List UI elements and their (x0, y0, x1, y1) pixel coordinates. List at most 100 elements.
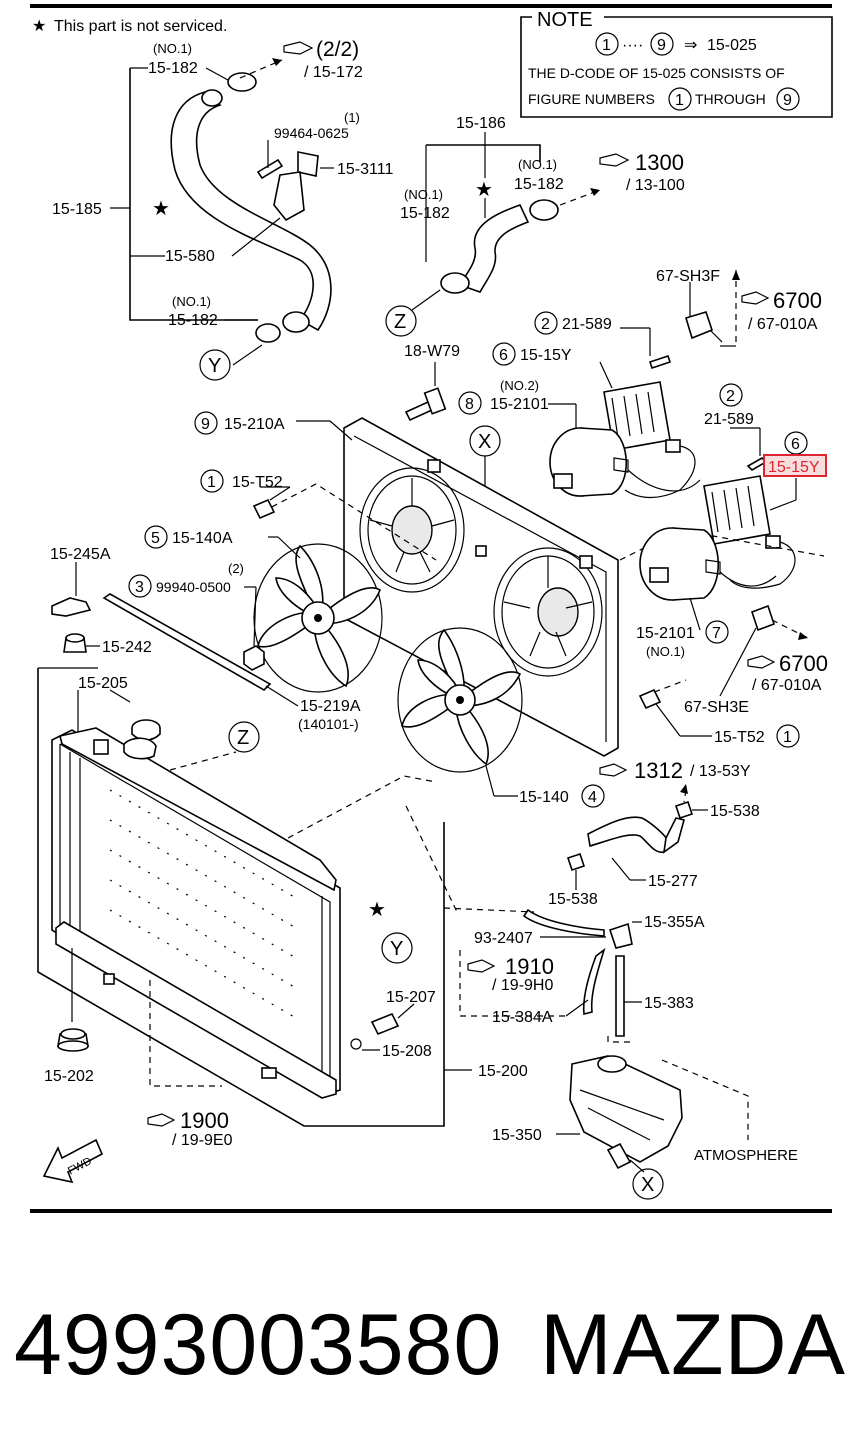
star-icon: ★ (475, 179, 493, 201)
callout-2: 2 (726, 388, 735, 405)
note-from: 1 (602, 37, 611, 54)
footer: 4993003580 MAZDA (0, 1290, 864, 1400)
fan-blade-140 (397, 627, 523, 797)
svg-text:/ 19-9H0: / 19-9H0 (492, 977, 553, 994)
svg-text:15-538: 15-538 (548, 891, 598, 908)
ref-arrow-icon (147, 1113, 176, 1127)
note-line2: THE D-CODE OF 15-025 CONSISTS OF (528, 65, 785, 81)
callout-y: Y (208, 355, 221, 377)
callout-4: 4 (588, 789, 597, 806)
svg-text:15-186: 15-186 (456, 115, 506, 132)
svg-text:/ 15-172: / 15-172 (304, 64, 363, 81)
note-box: NOTE 1 ···· 9 ⇒ 15-025 THE D-CODE OF 15-… (520, 9, 833, 118)
svg-text:15-185: 15-185 (52, 201, 102, 218)
note-line3b: THROUGH (695, 91, 766, 107)
svg-text:15-182: 15-182 (168, 312, 218, 329)
svg-text:15-245A: 15-245A (50, 546, 111, 563)
svg-text:15-202: 15-202 (44, 1068, 94, 1085)
connector-sh3e (719, 604, 809, 697)
svg-text:15-384A: 15-384A (492, 1009, 553, 1026)
svg-text:6700: 6700 (779, 651, 828, 676)
fan-shroud (343, 417, 619, 757)
callout-2: 2 (541, 316, 550, 333)
svg-text:15-15Y: 15-15Y (520, 347, 572, 364)
svg-text:(NO.1): (NO.1) (646, 644, 685, 659)
svg-text:15-277: 15-277 (648, 873, 698, 890)
svg-text:15-580: 15-580 (165, 248, 215, 265)
svg-text:21-589: 21-589 (562, 316, 612, 333)
svg-text:1910: 1910 (505, 954, 554, 979)
ref-arrow-icon (741, 291, 770, 305)
brand-name: MAZDA (540, 1297, 846, 1393)
svg-text:(NO.1): (NO.1) (172, 294, 211, 309)
svg-text:15-140: 15-140 (519, 789, 569, 806)
star-icon: ★ (152, 198, 170, 220)
svg-text:15-242: 15-242 (102, 639, 152, 656)
callout-6: 6 (499, 347, 508, 364)
fan-motor-no1 (639, 527, 777, 631)
svg-text:/ 19-9E0: / 19-9E0 (172, 1132, 233, 1149)
note-line3a: FIGURE NUMBERS (528, 91, 655, 107)
clip-245a (51, 562, 92, 617)
note-to: 9 (657, 37, 666, 54)
svg-text:(NO.1): (NO.1) (518, 157, 557, 172)
svg-text:93-2407: 93-2407 (474, 930, 533, 947)
svg-text:6700: 6700 (773, 288, 822, 313)
mount-202 (57, 948, 89, 1052)
ref-arrow-icon (599, 763, 628, 777)
svg-text:15-538: 15-538 (710, 803, 760, 820)
svg-text:1312: 1312 (634, 758, 683, 783)
seal-strip-219a (102, 593, 299, 707)
svg-text:67-SH3E: 67-SH3E (684, 699, 749, 716)
svg-text:/ 67-010A: / 67-010A (748, 316, 818, 333)
fwd-arrow-icon: FWD (42, 1138, 104, 1184)
svg-text:(140101-): (140101-) (298, 716, 359, 732)
svg-text:1900: 1900 (180, 1108, 229, 1133)
coolant-reservoir-350 (556, 1055, 683, 1173)
svg-text:99940-0500: 99940-0500 (156, 579, 231, 595)
ref-arrow-icon (599, 153, 630, 167)
callout-3: 3 (135, 579, 144, 596)
svg-text:/ 13-100: / 13-100 (626, 177, 685, 194)
bolt-18w79 (404, 362, 447, 422)
callout-5: 5 (151, 530, 160, 547)
ref-arrow-icon (467, 959, 496, 973)
svg-text:15-355A: 15-355A (644, 914, 705, 931)
callout-z: Z (394, 311, 406, 333)
nut-99940 (243, 586, 265, 671)
ref-arrow-icon (283, 41, 314, 55)
fan-motor-no2 (548, 403, 701, 497)
star-icon: ★ (368, 899, 386, 921)
highlighted-part-label: 15-15Y (768, 459, 820, 476)
svg-text:15-208: 15-208 (382, 1043, 432, 1060)
screw-t52-lower (638, 688, 712, 737)
svg-text:····: ···· (622, 37, 643, 54)
callout-x: X (478, 431, 491, 453)
svg-text:15-2101: 15-2101 (490, 396, 549, 413)
mount-242 (63, 633, 100, 653)
part-number: 4993003580 (14, 1297, 503, 1393)
highlight-box (763, 454, 827, 477)
note-n1: 1 (675, 92, 684, 109)
screw-t52-upper (252, 486, 291, 520)
svg-text:15-140A: 15-140A (172, 530, 233, 547)
svg-text:15-182: 15-182 (148, 60, 198, 77)
radiator-200 (51, 727, 341, 1099)
note-n2: 9 (783, 92, 792, 109)
callout-6: 6 (791, 436, 800, 453)
svg-text:67-SH3F: 67-SH3F (656, 268, 720, 285)
svg-text:(NO.2): (NO.2) (500, 378, 539, 393)
drain-plug (350, 1003, 415, 1051)
note-title: NOTE (537, 9, 593, 31)
callout-7: 7 (712, 625, 721, 642)
svg-text:15-2101: 15-2101 (636, 625, 695, 642)
svg-text:15-350: 15-350 (492, 1127, 542, 1144)
svg-text:15-182: 15-182 (400, 205, 450, 222)
star-icon: ★ (32, 18, 46, 35)
not-serviced-note: This part is not serviced. (54, 18, 227, 35)
svg-text:15-219A: 15-219A (300, 698, 361, 715)
svg-text:(2/2): (2/2) (316, 38, 359, 61)
callout-9: 9 (201, 416, 210, 433)
radiator-group-box (37, 668, 445, 1127)
